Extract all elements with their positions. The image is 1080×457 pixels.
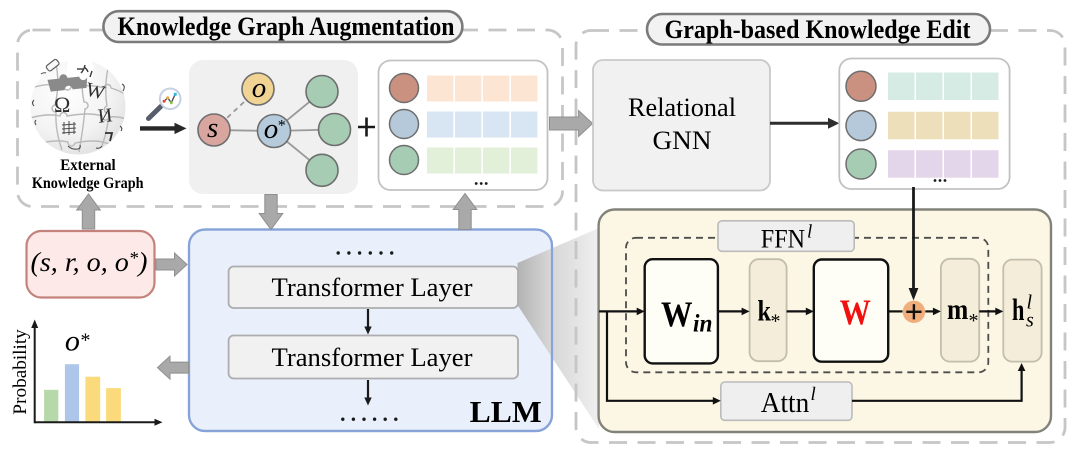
svg-text:l: l [1027, 292, 1033, 314]
svg-text:l: l [807, 222, 812, 243]
svg-text:*: * [80, 330, 90, 352]
svg-text:o: o [252, 72, 267, 104]
svg-text:FFN: FFN [761, 225, 805, 254]
svg-text:o: o [264, 113, 279, 145]
svg-text:in: in [693, 311, 713, 338]
svg-text:GNN: GNN [653, 126, 712, 155]
svg-text:l: l [811, 384, 816, 405]
svg-text:И: И [97, 104, 114, 127]
svg-text:Relational: Relational [628, 93, 736, 122]
svg-text:s: s [1026, 310, 1034, 332]
svg-text:*: * [277, 118, 285, 135]
svg-text:Transformer Layer: Transformer Layer [272, 343, 473, 372]
svg-text:m: m [947, 293, 968, 326]
svg-text:LLM: LLM [470, 394, 542, 429]
svg-text:W: W [840, 292, 871, 332]
svg-text:W: W [84, 79, 108, 105]
svg-text:Knowledge Graph Augmentation: Knowledge Graph Augmentation [118, 12, 455, 41]
svg-text:*: * [771, 311, 781, 333]
svg-text:External: External [60, 157, 116, 174]
svg-text:(s, r, o, o*): (s, r, o, o*) [31, 247, 148, 277]
svg-text:Graph-based Knowledge Edit: Graph-based Knowledge Edit [665, 15, 971, 44]
svg-text:Transformer Layer: Transformer Layer [272, 273, 473, 302]
svg-text:s: s [207, 112, 218, 144]
svg-text:W: W [661, 294, 693, 334]
svg-text:o: o [65, 325, 80, 358]
svg-text:Attn: Attn [761, 387, 810, 419]
svg-text:k: k [758, 294, 772, 327]
svg-text:h: h [1012, 292, 1024, 327]
svg-text:Knowledge Graph: Knowledge Graph [32, 175, 144, 192]
svg-text:Probability: Probability [10, 329, 31, 415]
svg-text:*: * [969, 310, 979, 332]
svg-text:Ω: Ω [54, 92, 70, 117]
